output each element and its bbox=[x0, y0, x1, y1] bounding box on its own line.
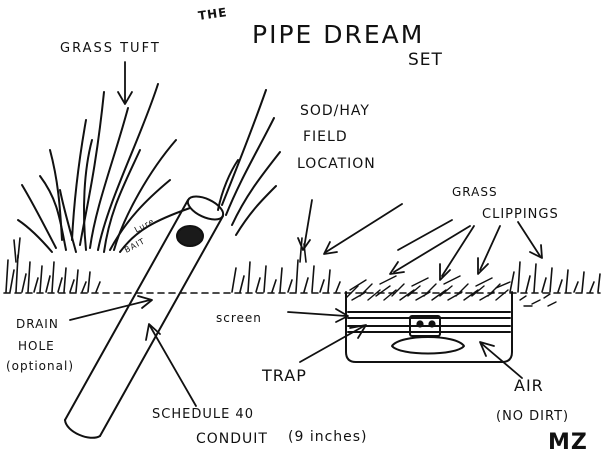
label-drain-line2: HOLE bbox=[18, 339, 55, 353]
trap-box bbox=[345, 291, 513, 363]
label-conduit-size: (9 inches) bbox=[288, 429, 368, 445]
label-sod-line2: FIELD bbox=[303, 129, 348, 145]
label-screen: screen bbox=[216, 311, 262, 325]
label-sod-line3: LOCATION bbox=[297, 156, 376, 172]
label-drain-line1: DRAIN bbox=[16, 317, 59, 331]
label-conduit-line2: CONDUIT bbox=[196, 431, 268, 447]
title-main: PIPE DREAM bbox=[252, 20, 425, 49]
conduit-pipe bbox=[64, 195, 225, 439]
label-clippings-line1: GRASS bbox=[452, 185, 498, 199]
grass-tuft bbox=[17, 83, 191, 253]
title-suffix: SET bbox=[408, 50, 443, 70]
label-air: AIR bbox=[514, 376, 544, 395]
signature: MZ bbox=[548, 430, 588, 455]
label-clippings-line2: CLIPPINGS bbox=[482, 207, 559, 222]
label-conduit-line1: SCHEDULE 40 bbox=[152, 407, 254, 422]
arrows bbox=[69, 61, 543, 407]
lure-bait bbox=[176, 225, 204, 247]
label-trap: TRAP bbox=[262, 366, 307, 385]
label-no-dirt: (NO DIRT) bbox=[496, 409, 570, 424]
trap-bolt-right bbox=[428, 320, 436, 328]
label-drain-line3: (optional) bbox=[6, 359, 74, 373]
label-sod-line1: SOD/HAY bbox=[300, 103, 370, 119]
sod-strokes bbox=[217, 89, 281, 236]
trap-bolt-left bbox=[416, 320, 424, 328]
label-grass-tuft: GRASS TUFT bbox=[60, 41, 161, 56]
ground-grass bbox=[5, 237, 601, 293]
grass-clippings bbox=[345, 275, 557, 307]
